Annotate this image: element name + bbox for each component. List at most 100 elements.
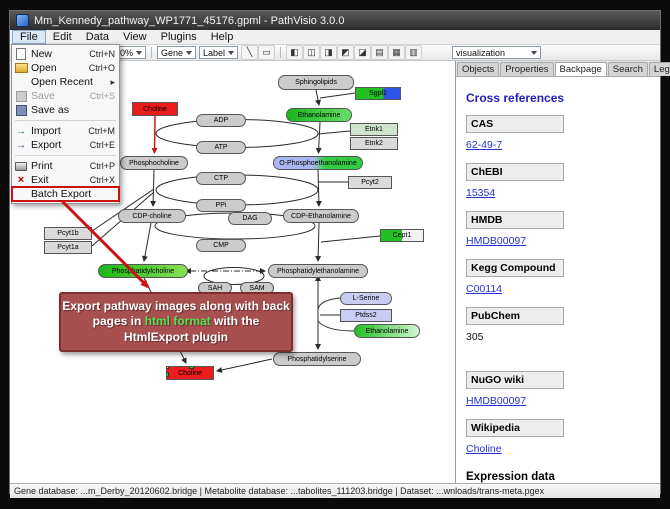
menu-item-label: Exit <box>31 174 49 186</box>
tab-backpage[interactable]: Backpage <box>554 62 607 76</box>
file-menu-item-batch-export[interactable]: Batch Export <box>11 186 120 202</box>
pathway-node-ppi[interactable]: PPi <box>196 199 246 212</box>
xref-link-wikipedia[interactable]: Choline <box>466 443 502 455</box>
export-icon <box>14 139 28 151</box>
pathway-node-phosphocholine[interactable]: Phosphocholine <box>120 156 188 170</box>
node-label: CTP <box>214 175 228 182</box>
visualization-combobox[interactable]: visualization <box>452 46 541 59</box>
node-label: CMP <box>213 242 229 249</box>
node-type-value: Gene <box>160 47 183 58</box>
xref-link-hmdb[interactable]: HMDB00097 <box>466 235 527 247</box>
align-right-button[interactable]: ◨ <box>320 45 338 60</box>
pathway-node-cmp[interactable]: CMP <box>196 239 246 252</box>
node-label: Pcyt2 <box>361 179 379 186</box>
pathway-node-choline-bottom[interactable]: Choline <box>166 366 214 380</box>
pathway-node-phosphatidylethanolamine[interactable]: Phosphatidylethanolamine <box>268 264 368 278</box>
pathway-node-o-phosphoethanolamine[interactable]: O-Phosphoethanolamine <box>273 156 363 170</box>
label-tool-button[interactable]: Label <box>199 46 239 59</box>
shape-tool-button[interactable]: ▭ <box>258 45 276 60</box>
menu-file[interactable]: File <box>12 30 46 44</box>
pathway-node-phosphatidylserine[interactable]: Phosphatidylserine <box>273 352 361 366</box>
new-document-icon <box>14 48 28 60</box>
pathway-node-ptdss2[interactable]: Ptdss2 <box>340 309 392 322</box>
distribute-horizontal-icon: ▤ <box>375 47 384 57</box>
menu-bar: File Edit Data View Plugins Help <box>10 30 660 45</box>
to-back-button[interactable]: ▥ <box>405 45 423 60</box>
align-center-button[interactable]: ◫ <box>303 45 321 60</box>
toolbar-separator <box>280 47 282 58</box>
selection-handle[interactable] <box>189 379 194 380</box>
menu-item-shortcut: Ctrl+S <box>89 91 115 101</box>
selection-handle[interactable] <box>166 379 169 380</box>
selection-handle[interactable] <box>167 367 169 369</box>
menu-help[interactable]: Help <box>210 31 234 43</box>
pathway-node-sphingolipids[interactable]: Sphingolipids <box>278 75 354 90</box>
selection-handle[interactable] <box>213 366 214 369</box>
pathway-node-phosphatidylcholine[interactable]: Phosphatidylcholine <box>98 264 188 278</box>
menu-item-label: Save as <box>31 104 69 116</box>
node-type-combobox[interactable]: Gene <box>156 46 196 59</box>
file-menu-item-save-as[interactable]: Save as <box>12 103 119 117</box>
node-label: SAH <box>207 284 223 292</box>
pathway-node-cdp-ethanolamine[interactable]: CDP-Ethanolamine <box>283 209 359 223</box>
to-front-button[interactable]: ▦ <box>388 45 406 60</box>
pathway-node-sgpl1[interactable]: Sgpl1 <box>355 87 401 100</box>
file-menu-item-open-recent[interactable]: Open Recent▸ <box>12 75 119 89</box>
xref-header-cas: CAS <box>466 115 564 133</box>
distribute-horizontal-button[interactable]: ▤ <box>371 45 389 60</box>
pathway-node-ethanolamine-top[interactable]: Ethanolamine <box>286 108 352 122</box>
xref-header-wikipedia: Wikipedia <box>466 419 564 437</box>
node-label: ADP <box>213 117 229 124</box>
selection-handle[interactable] <box>167 371 169 377</box>
line-tool-icon: ╲ <box>246 47 253 57</box>
node-label: Phosphocholine <box>129 159 179 167</box>
pathway-node-choline-top[interactable]: Choline <box>132 102 178 116</box>
xref-link-nugo-wiki[interactable]: HMDB00097 <box>466 395 527 407</box>
xref-link-cas[interactable]: 62-49-7 <box>466 139 503 151</box>
pathway-node-adp[interactable]: ADP <box>196 114 246 127</box>
xref-header-pubchem: PubChem <box>466 307 564 325</box>
pathway-node-pcyt1b[interactable]: Pcyt1b <box>44 227 92 240</box>
tab-properties[interactable]: Properties <box>500 62 554 76</box>
pathway-node-cdp-choline[interactable]: CDP-choline <box>118 209 186 223</box>
menu-edit[interactable]: Edit <box>52 31 72 43</box>
selection-handle[interactable] <box>188 367 194 369</box>
tab-objects[interactable]: Objects <box>457 62 500 76</box>
pathway-node-ctp[interactable]: CTP <box>196 172 246 185</box>
pathway-node-etnk1[interactable]: Etnk1 <box>350 123 398 136</box>
pathway-node-etnk2[interactable]: Etnk2 <box>350 137 398 150</box>
align-top-button[interactable]: ◩ <box>337 45 355 60</box>
align-left-icon: ◧ <box>290 47 299 57</box>
pathway-node-l-serine[interactable]: L-Serine <box>340 292 392 305</box>
node-label: Cept1 <box>392 232 412 239</box>
align-middle-button[interactable]: ◪ <box>354 45 372 60</box>
menu-data[interactable]: Data <box>85 31 109 43</box>
selection-handle[interactable] <box>213 379 214 380</box>
xref-link-chebi[interactable]: 15354 <box>466 187 496 199</box>
selection-handle[interactable] <box>213 372 214 377</box>
pathway-node-ethanolamine-right[interactable]: Ethanolamine <box>354 324 420 338</box>
xref-link-kegg-compound[interactable]: C00114 <box>466 283 503 295</box>
node-label: Sgpl1 <box>369 90 387 97</box>
pathway-node-pcyt1a[interactable]: Pcyt1a <box>44 241 92 254</box>
title-bar[interactable]: Mm_Kennedy_pathway_WP1771_45176.gpml - P… <box>10 11 660 30</box>
pathway-node-atp[interactable]: ATP <box>196 141 246 154</box>
pathway-node-pcyt2[interactable]: Pcyt2 <box>348 176 392 189</box>
status-text: Gene database: ...m_Derby_20120602.bridg… <box>14 486 545 496</box>
align-left-button[interactable]: ◧ <box>286 45 304 60</box>
pathway-node-dag[interactable]: DAG <box>228 212 272 225</box>
tab-legend[interactable]: Legend <box>648 62 670 76</box>
menu-plugins[interactable]: Plugins <box>160 31 197 43</box>
line-tool-button[interactable]: ╲ <box>241 45 259 60</box>
menu-view[interactable]: View <box>122 31 147 43</box>
pathway-node-cept1[interactable]: Cept1 <box>380 229 424 242</box>
tab-search[interactable]: Search <box>607 62 648 76</box>
